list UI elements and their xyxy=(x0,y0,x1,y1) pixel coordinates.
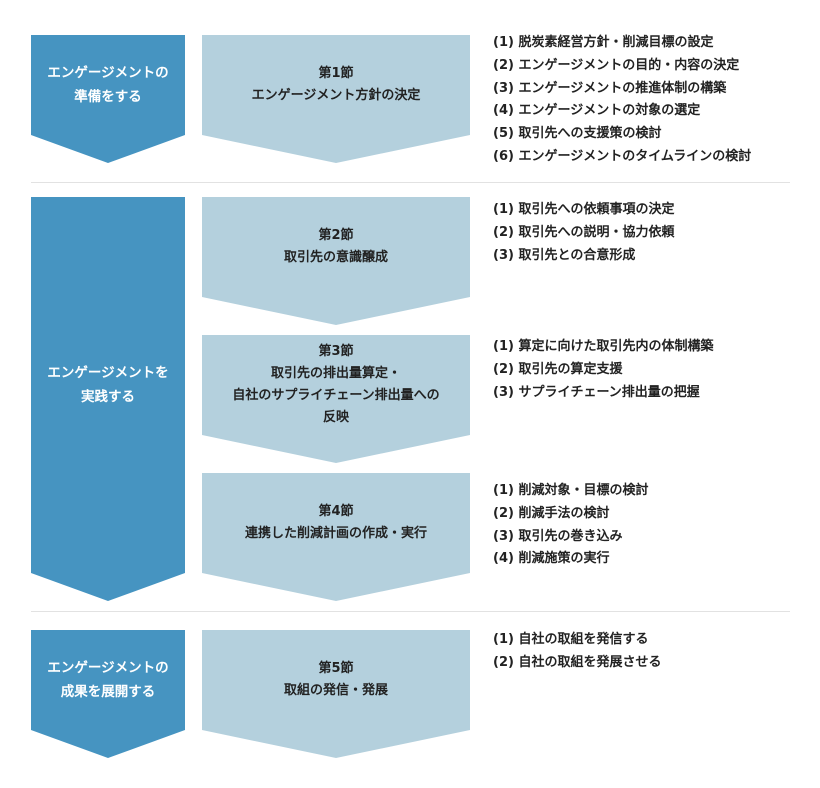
list-item: (1) 自社の取組を発信する xyxy=(493,632,649,647)
phase-divider xyxy=(31,182,790,183)
list-item: (2) 削減手法の検討 xyxy=(493,505,610,521)
section-number: 第2節 xyxy=(318,228,354,243)
section-title: 取引先の排出量算定・ 自社のサプライチェーン排出量への 反映 xyxy=(232,366,440,425)
section-number: 第5節 xyxy=(318,661,354,676)
list-item: (6) エンゲージメントのタイムラインの検討 xyxy=(493,148,752,164)
phase-divider xyxy=(31,611,790,612)
section-title: 連携した削減計画の作成・実行 xyxy=(244,526,427,541)
list-item: (2) 取引先の算定支援 xyxy=(493,361,623,377)
section-number: 第4節 xyxy=(318,504,354,519)
list-item: (3) サプライチェーン排出量の把握 xyxy=(493,384,700,400)
list-item: (1) 取引先への依頼事項の決定 xyxy=(493,202,675,217)
phase-arrow-prepare: エンゲージメントの 準備をする xyxy=(31,35,185,163)
list-item: (2) 自社の取組を発展させる xyxy=(493,654,662,670)
list-item: (1) 脱炭素経営方針・削減目標の設定 xyxy=(493,35,714,50)
list-item: (3) エンゲージメントの推進体制の構築 xyxy=(493,80,727,96)
section-2-items: (1) 取引先への依頼事項の決定 (2) 取引先への説明・協力依頼 (3) 取引… xyxy=(493,199,674,267)
list-item: (2) 取引先への説明・協力依頼 xyxy=(493,224,675,240)
section-title: 取組の発信・発展 xyxy=(283,683,388,698)
section-arrow-3: 第3節 取引先の排出量算定・ 自社のサプライチェーン排出量への 反映 xyxy=(202,335,470,463)
section-arrow-1: 第1節 エンゲージメント方針の決定 xyxy=(202,35,470,163)
phase-label: エンゲージメントを 実践する xyxy=(47,365,169,405)
list-item: (1) 算定に向けた取引先内の体制構築 xyxy=(493,339,714,354)
section-4-items: (1) 削減対象・目標の検討 (2) 削減手法の検討 (3) 取引先の巻き込み … xyxy=(493,480,648,571)
list-item: (4) エンゲージメントの対象の選定 xyxy=(493,103,701,119)
list-item: (3) 取引先との合意形成 xyxy=(493,247,636,263)
section-arrow-4: 第4節 連携した削減計画の作成・実行 xyxy=(202,473,470,601)
list-item: (3) 取引先の巻き込み xyxy=(493,528,623,544)
phase-label: エンゲージメントの 成果を展開する xyxy=(47,660,169,700)
list-item: (4) 削減施策の実行 xyxy=(493,551,610,567)
list-item: (2) エンゲージメントの目的・内容の決定 xyxy=(493,57,740,73)
section-number: 第3節 xyxy=(318,344,354,359)
section-title: 取引先の意識醸成 xyxy=(283,250,388,265)
section-arrow-2: 第2節 取引先の意識醸成 xyxy=(202,197,470,325)
section-3-items: (1) 算定に向けた取引先内の体制構築 (2) 取引先の算定支援 (3) サプラ… xyxy=(493,336,713,404)
phase-arrow-practice: エンゲージメントを 実践する xyxy=(31,197,185,601)
phase-label: エンゲージメントの 準備をする xyxy=(47,65,169,105)
section-5-items: (1) 自社の取組を発信する (2) 自社の取組を発展させる xyxy=(493,629,661,675)
list-item: (1) 削減対象・目標の検討 xyxy=(493,483,649,498)
section-title: エンゲージメント方針の決定 xyxy=(251,88,421,103)
section-arrow-5: 第5節 取組の発信・発展 xyxy=(202,630,470,758)
section-1-items: (1) 脱炭素経営方針・削減目標の設定 (2) エンゲージメントの目的・内容の決… xyxy=(493,32,751,169)
section-number: 第1節 xyxy=(318,66,354,81)
phase-arrow-expand: エンゲージメントの 成果を展開する xyxy=(31,630,185,758)
list-item: (5) 取引先への支援策の検討 xyxy=(493,126,662,142)
